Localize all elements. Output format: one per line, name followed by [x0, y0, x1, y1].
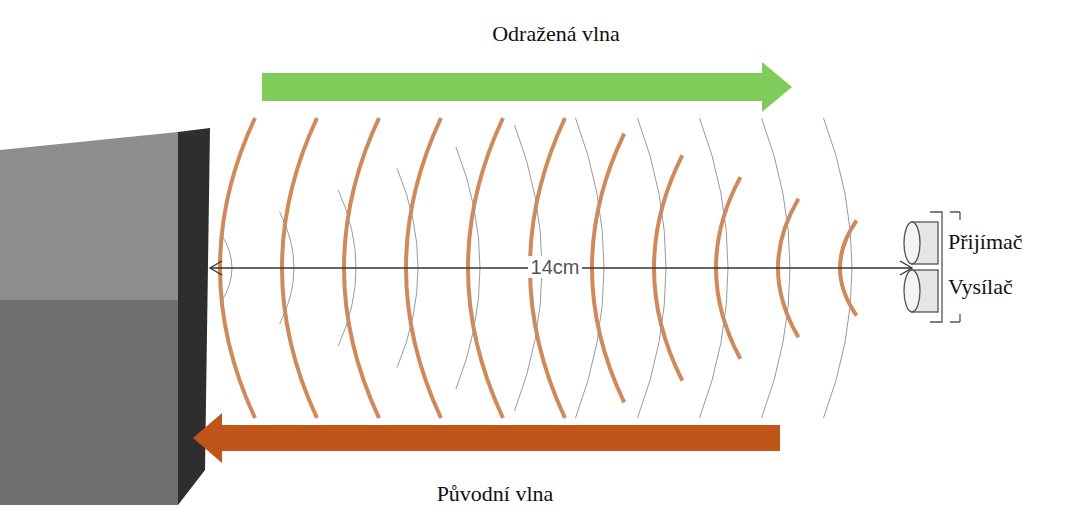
wave-title: Odražená vlna — [492, 22, 620, 46]
reflected-arrow — [262, 62, 792, 112]
part-name: Vysílač — [948, 275, 1013, 299]
arrowhead — [210, 261, 222, 275]
block-top — [0, 132, 178, 300]
sensor — [904, 212, 960, 322]
original-arrow — [193, 413, 780, 463]
part-name: Přijímač — [948, 230, 1023, 254]
wave-title: Původní vlna — [437, 482, 554, 506]
block-front — [0, 300, 178, 505]
distance-label: 14cm — [528, 256, 583, 278]
